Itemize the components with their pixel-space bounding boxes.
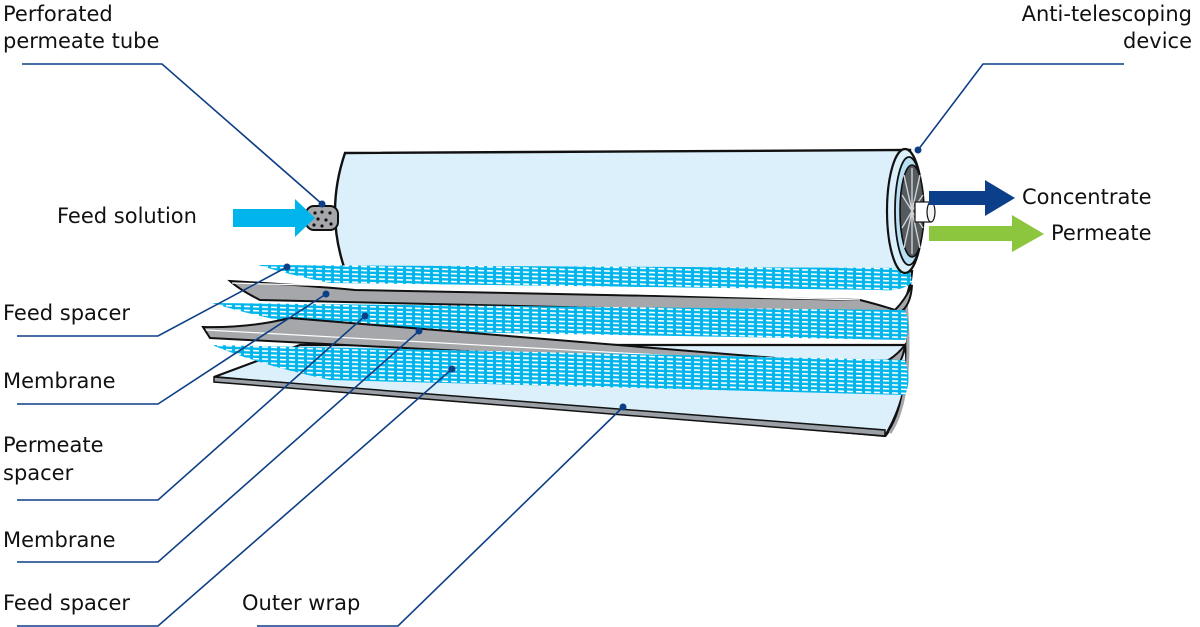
leader-permeate-spacer: [17, 312, 369, 501]
leader-perforated-tube: [22, 63, 326, 208]
label-anti-telescoping-line2: device: [1123, 29, 1192, 53]
leader-outer-wrap: [257, 403, 627, 627]
leader-membrane-2: [17, 327, 423, 563]
label-outer-wrap: Outer wrap: [242, 591, 360, 615]
leader-anti-telescoping: [914, 63, 1124, 154]
label-membrane-1: Membrane: [3, 369, 116, 393]
perforated-permeate-tube: [305, 205, 339, 231]
label-permeate: Permeate: [1051, 221, 1152, 245]
membrane-leaf-top: [227, 279, 913, 317]
concentrate-arrow: [929, 180, 1015, 216]
label-permeate-spacer-line1: Permeate: [3, 433, 104, 457]
label-perforated-tube-line1: Perforated: [3, 2, 113, 26]
feed-spacer-top: [258, 265, 912, 291]
label-membrane-2: Membrane: [3, 528, 116, 552]
label-feed-solution: Feed solution: [57, 204, 197, 228]
label-concentrate: Concentrate: [1022, 185, 1152, 209]
module-cylinder: [333, 148, 912, 274]
label-feed-spacer-2: Feed spacer: [3, 591, 130, 615]
anti-telescoping-device: [885, 147, 936, 275]
permeate-arrow: [929, 215, 1044, 252]
label-feed-spacer-1: Feed spacer: [3, 301, 130, 325]
label-anti-telescoping-line1: Anti-telescoping: [1022, 2, 1192, 26]
label-permeate-spacer-line2: spacer: [3, 461, 74, 485]
leader-feed-spacer-2: [17, 365, 456, 627]
leader-membrane-1: [17, 290, 330, 405]
feed-spacer-bottom: [212, 345, 909, 395]
feed-arrow: [233, 199, 315, 237]
leader-feed-spacer-1: [17, 263, 291, 337]
label-perforated-tube-line2: permeate tube: [3, 29, 159, 53]
